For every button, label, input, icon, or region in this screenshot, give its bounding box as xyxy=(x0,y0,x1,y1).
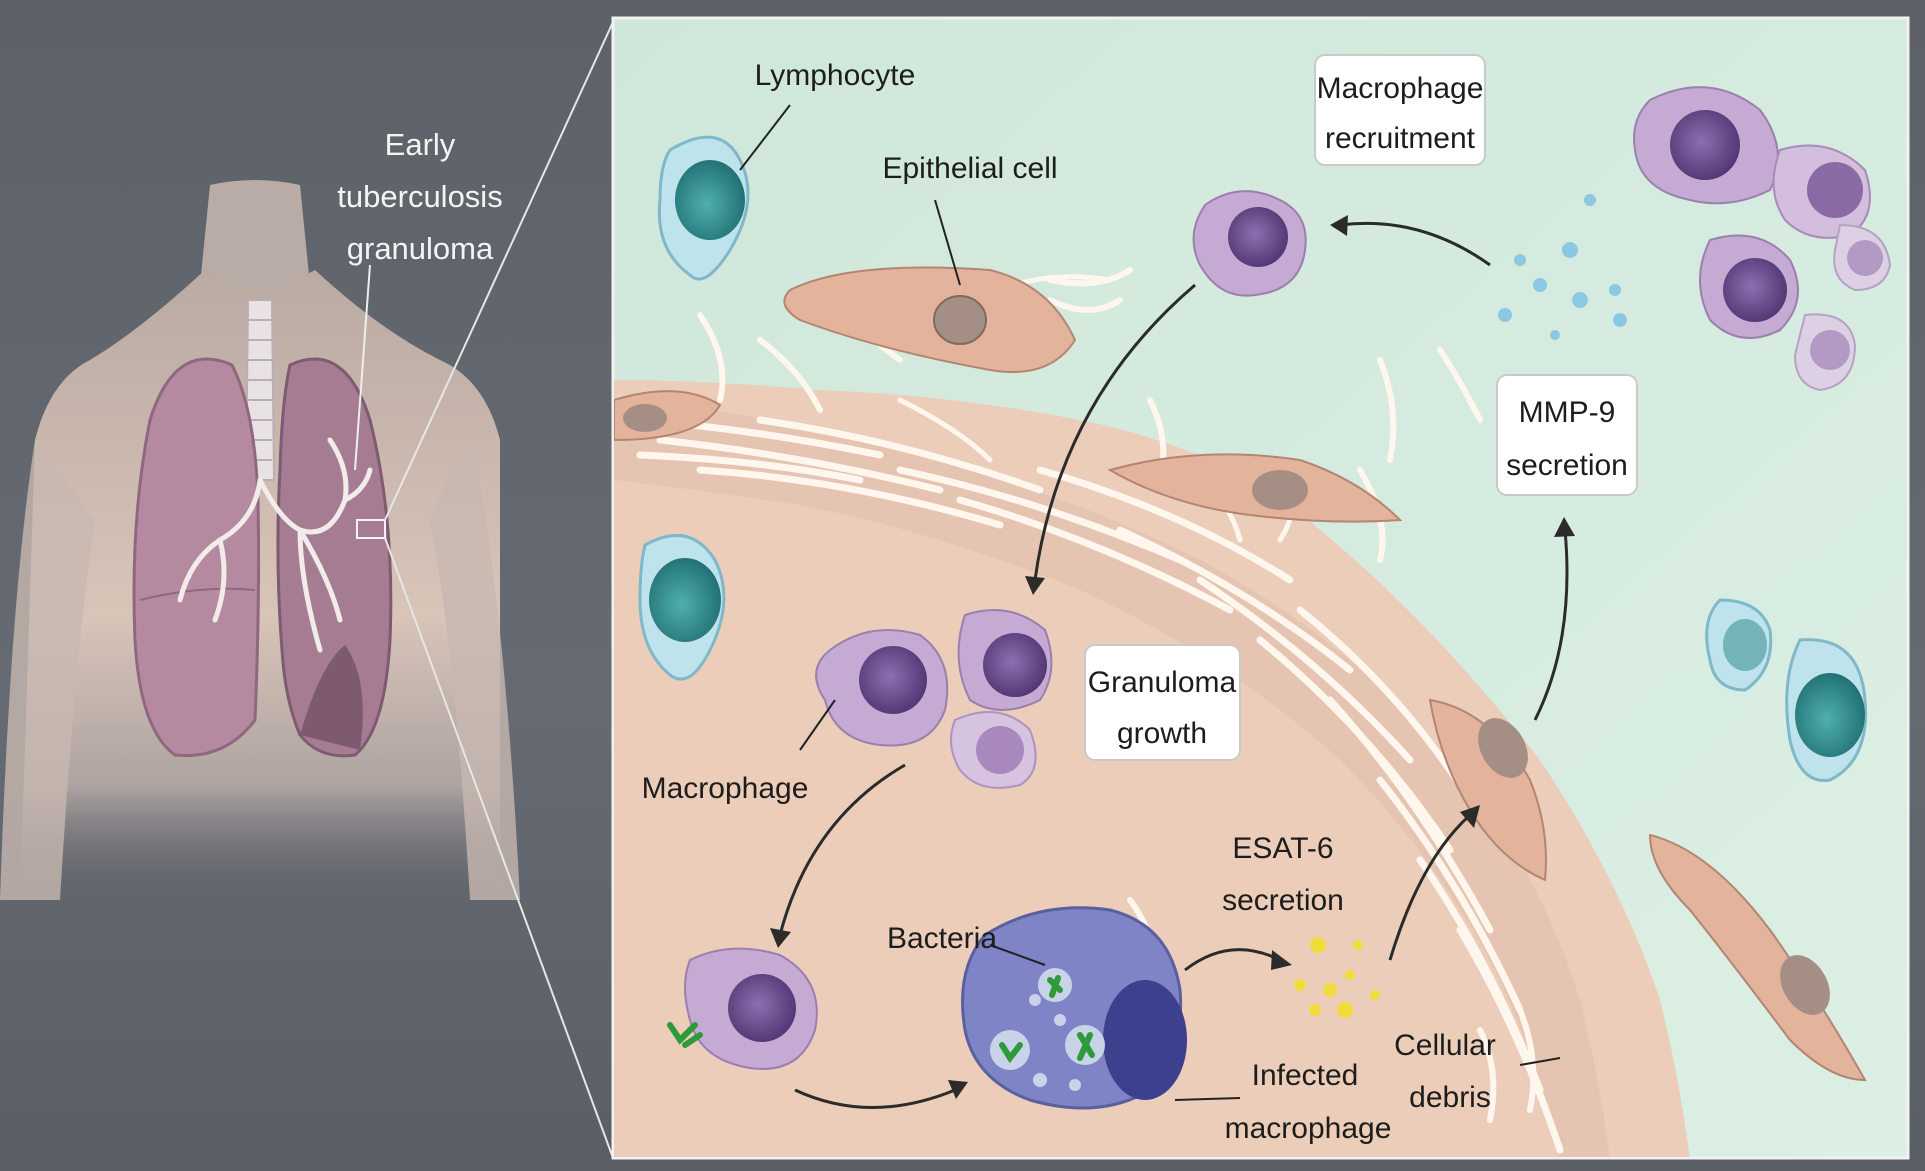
label-esat6-line2: secretion xyxy=(1222,884,1344,917)
label-lymphocyte: Lymphocyte xyxy=(755,59,916,92)
label-granuloma-growth-line1: Granuloma xyxy=(1088,666,1237,699)
label-macrophage-recruitment-line2: recruitment xyxy=(1325,122,1476,155)
label-infected-macrophage-line2: macrophage xyxy=(1225,1112,1392,1145)
caption-line-1: Early xyxy=(385,127,456,162)
caption-line-2: tuberculosis xyxy=(337,179,502,214)
zoom-panel xyxy=(613,18,1908,1160)
label-macrophage: Macrophage xyxy=(642,772,809,805)
label-mmp9-line1: MMP-9 xyxy=(1519,396,1616,429)
label-granuloma-growth-line2: growth xyxy=(1117,717,1207,750)
label-cellular-debris-line1: Cellular xyxy=(1394,1029,1496,1062)
right-lung xyxy=(134,359,259,756)
label-macrophage-recruitment-line1: Macrophage xyxy=(1317,72,1484,105)
label-mmp9-line2: secretion xyxy=(1506,449,1628,482)
label-epithelial-cell: Epithelial cell xyxy=(882,152,1057,185)
label-cellular-debris-line2: debris xyxy=(1409,1081,1491,1114)
label-bacteria: Bacteria xyxy=(887,922,997,955)
caption-line-3: granuloma xyxy=(347,231,494,266)
label-infected-macrophage-line1: Infected xyxy=(1252,1059,1359,1092)
label-esat6-line1: ESAT-6 xyxy=(1232,832,1333,865)
